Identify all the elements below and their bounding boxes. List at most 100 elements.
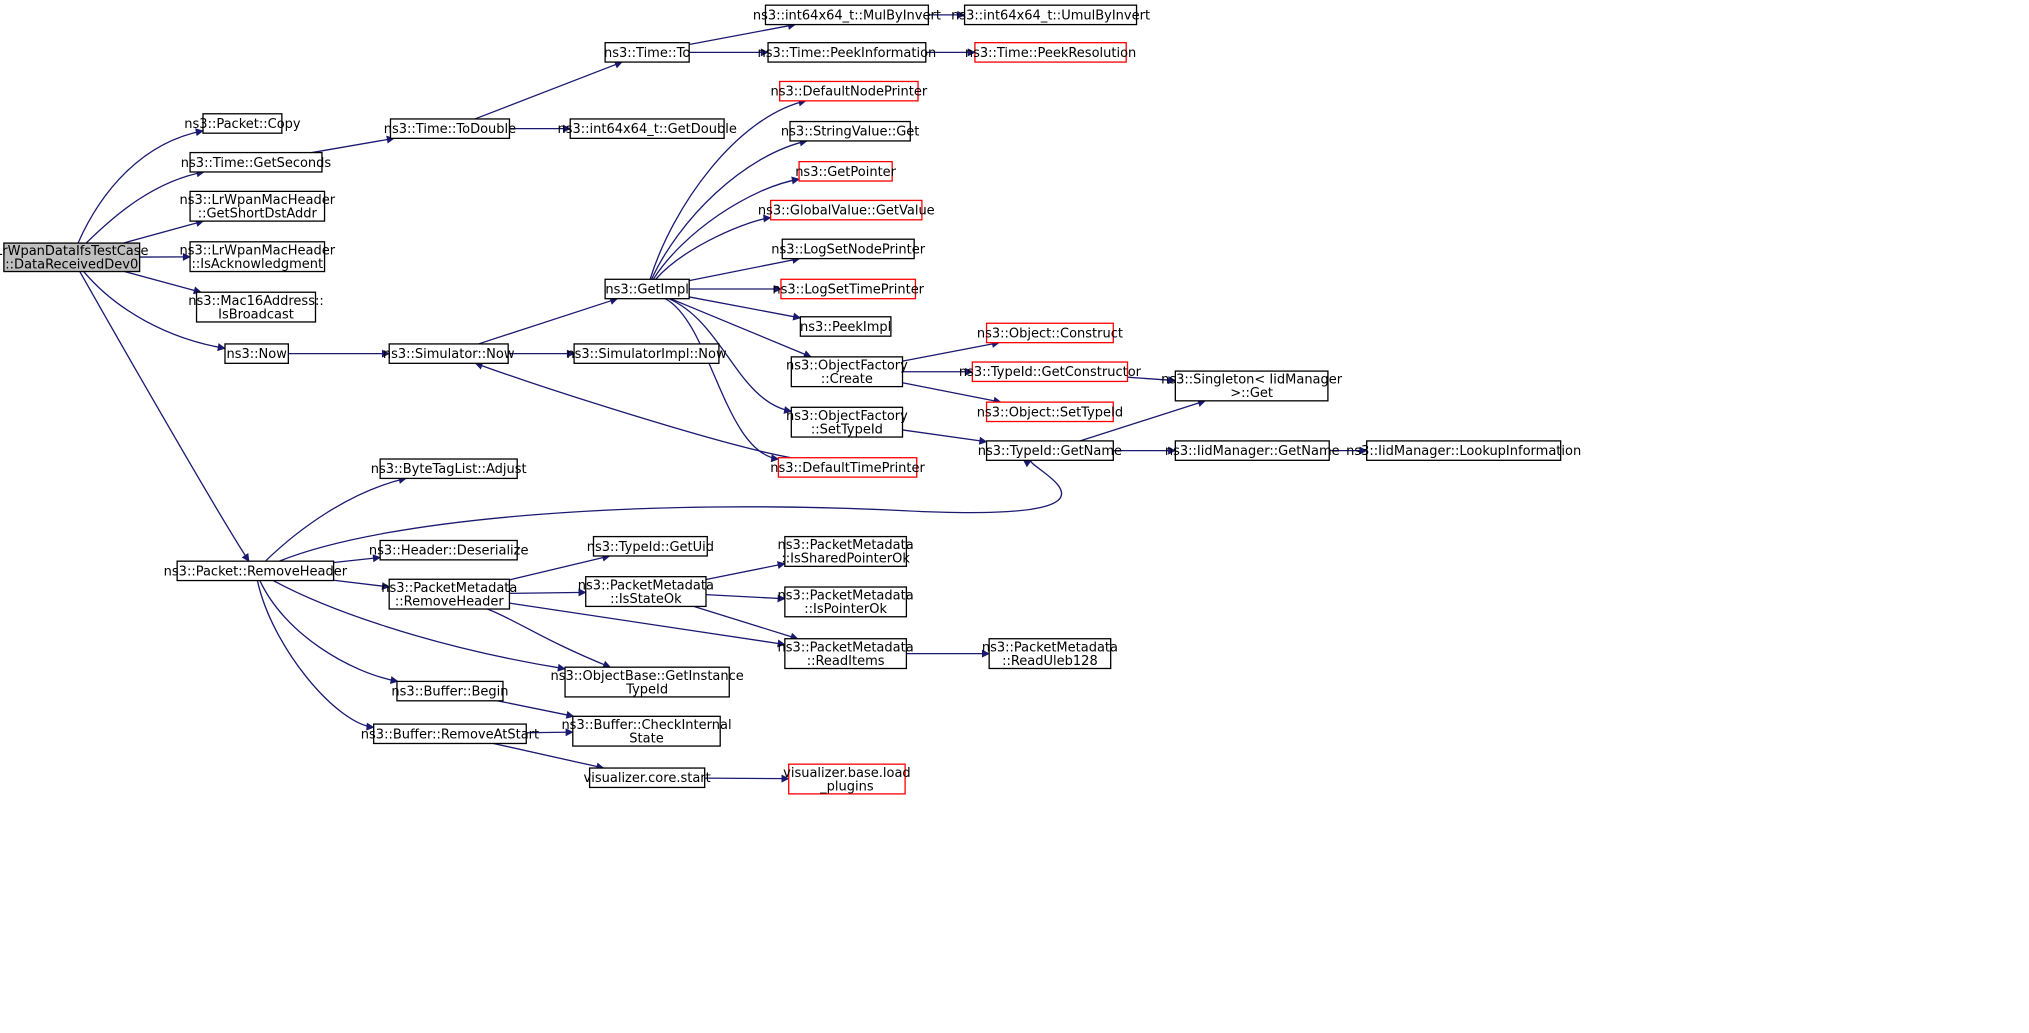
node-stringValueGet[interactable]: ns3::StringValue::Get xyxy=(781,120,919,142)
node-box[interactable] xyxy=(781,238,915,260)
node-peekInformation[interactable]: ns3::Time::PeekInformation xyxy=(758,42,937,63)
node-box[interactable] xyxy=(985,401,1114,423)
node-box[interactable] xyxy=(572,715,721,747)
node-box[interactable] xyxy=(764,4,930,26)
node-logSetTimePrinter[interactable]: ns3::LogSetTimePrinter xyxy=(772,278,925,300)
node-packetCopy[interactable]: ns3::Packet::Copy xyxy=(184,113,301,134)
node-box[interactable] xyxy=(389,118,511,140)
node-isBroadcast[interactable]: ns3::Mac16Address::IsBroadcast xyxy=(188,291,324,323)
node-box[interactable] xyxy=(769,199,923,221)
node-box[interactable] xyxy=(1174,440,1330,461)
node-pmReadItems[interactable]: ns3::PacketMetadata::ReadItems xyxy=(778,638,914,670)
node-iidManagerGetName[interactable]: ns3::IidManager::GetName xyxy=(1165,440,1340,461)
node-box[interactable] xyxy=(569,118,725,140)
node-singletonGet[interactable]: ns3::Singleton< IidManager >::Get xyxy=(1161,370,1343,402)
node-objectFactoryCreate[interactable]: ns3::ObjectFactory::Create xyxy=(786,356,908,388)
node-box[interactable] xyxy=(195,291,317,323)
node-pmIsPointerOk[interactable]: ns3::PacketMetadata::IsPointerOk xyxy=(778,586,914,618)
node-box[interactable] xyxy=(779,80,919,102)
node-box[interactable] xyxy=(784,586,908,618)
node-box[interactable] xyxy=(1366,440,1562,461)
node-box[interactable] xyxy=(985,322,1114,344)
node-umulByInvert[interactable]: ns3::int64x64_t::UmulByInvert xyxy=(951,4,1150,26)
node-box[interactable] xyxy=(789,120,911,142)
node-pmRemoveHeader[interactable]: ns3::PacketMetadata::RemoveHeader xyxy=(381,578,517,610)
node-box[interactable] xyxy=(988,638,1112,670)
node-now[interactable]: ns3::Now xyxy=(224,343,289,364)
node-box[interactable] xyxy=(963,4,1138,26)
node-visualizerBaseLoadPlugins[interactable]: visualizer.base.load_plugins xyxy=(783,763,911,795)
node-box[interactable] xyxy=(564,666,730,698)
node-box[interactable] xyxy=(388,343,509,364)
node-typeIdGetUid[interactable]: ns3::TypeId::GetUid xyxy=(587,535,714,557)
node-globalValueGetValue[interactable]: ns3::GlobalValue::GetValue xyxy=(758,199,935,221)
node-box[interactable] xyxy=(788,763,906,795)
node-isAcknowledgment[interactable]: ns3::LrWpanMacHeader::IsAcknowledgment xyxy=(180,241,336,273)
node-box[interactable] xyxy=(777,457,918,478)
node-box[interactable] xyxy=(767,42,927,63)
node-box[interactable] xyxy=(388,578,511,610)
node-box[interactable] xyxy=(176,560,335,582)
node-box[interactable] xyxy=(396,680,504,702)
node-box[interactable] xyxy=(202,113,283,134)
node-getShortDstAddr[interactable]: ns3::LrWpanMacHeader::GetShortDstAddr xyxy=(180,190,336,222)
node-box[interactable] xyxy=(189,151,323,173)
node-int64GetDouble[interactable]: ns3::int64x64_t::GetDouble xyxy=(557,118,737,140)
node-box[interactable] xyxy=(189,190,326,222)
node-root[interactable]: LrWpanDataIfsTestCase::DataReceivedDev0 xyxy=(0,242,149,273)
node-box[interactable] xyxy=(780,278,917,300)
node-logSetNodePrinter[interactable]: ns3::LogSetNodePrinter xyxy=(771,238,926,260)
node-box[interactable] xyxy=(189,241,326,273)
node-box[interactable] xyxy=(784,638,908,670)
node-visualizerCoreStart[interactable]: visualizer.core.start xyxy=(584,767,711,789)
node-timeTo[interactable]: ns3::Time::To xyxy=(604,42,690,63)
node-box[interactable] xyxy=(604,42,690,63)
node-defaultTimePrinter[interactable]: ns3::DefaultTimePrinter xyxy=(770,457,926,478)
node-box[interactable] xyxy=(790,356,904,388)
node-objectSetTypeId[interactable]: ns3::Object::SetTypeId xyxy=(977,401,1123,423)
node-bufferBegin[interactable]: ns3::Buffer::Begin xyxy=(391,680,508,702)
node-timeToDouble[interactable]: ns3::Time::ToDouble xyxy=(384,118,516,140)
node-typeIdGetName[interactable]: ns3::TypeId::GetName xyxy=(978,440,1122,461)
node-box[interactable] xyxy=(974,42,1127,63)
node-objectConstruct[interactable]: ns3::Object::Construct xyxy=(977,322,1123,344)
node-timeGetSeconds[interactable]: ns3::Time::GetSeconds xyxy=(181,151,332,173)
node-box[interactable] xyxy=(1174,370,1329,402)
node-box[interactable] xyxy=(573,343,720,364)
node-getImpl[interactable]: ns3::GetImpl xyxy=(604,278,690,300)
node-objectFactorySetTypeId[interactable]: ns3::ObjectFactory::SetTypeId xyxy=(786,406,908,438)
node-pmReadUleb128[interactable]: ns3::PacketMetadata::ReadUleb128 xyxy=(982,638,1118,670)
node-simulatorNow[interactable]: ns3::Simulator::Now xyxy=(383,343,515,364)
node-peekImpl[interactable]: ns3::PeekImpl xyxy=(799,316,892,337)
node-box[interactable] xyxy=(604,278,690,300)
node-box[interactable] xyxy=(588,767,706,789)
node-box[interactable] xyxy=(798,160,893,182)
node-box[interactable] xyxy=(224,343,289,364)
node-defaultNodePrinter[interactable]: ns3::DefaultNodePrinter xyxy=(770,80,928,102)
node-bufferRemoveAtStart[interactable]: ns3::Buffer::RemoveAtStart xyxy=(361,723,539,745)
node-box[interactable] xyxy=(379,539,518,561)
node-pmIsSharedPointerOk[interactable]: ns3::PacketMetadata::IsSharedPointerOk xyxy=(778,535,914,567)
node-box[interactable] xyxy=(379,458,518,480)
node-box[interactable] xyxy=(790,406,904,438)
node-getPointer[interactable]: ns3::GetPointer xyxy=(795,160,897,182)
node-peekResolution[interactable]: ns3::Time::PeekResolution xyxy=(965,42,1136,63)
node-byteTagListAdjust[interactable]: ns3::ByteTagList::Adjust xyxy=(371,458,527,480)
node-box[interactable] xyxy=(784,535,908,567)
node-headerDeserialize[interactable]: ns3::Header::Deserialize xyxy=(369,539,529,561)
node-pmIsStateOk[interactable]: ns3::PacketMetadata::IsStateOk xyxy=(578,576,714,608)
node-mulByInvert[interactable]: ns3::int64x64_t::MulByInvert xyxy=(753,4,941,26)
node-box[interactable] xyxy=(3,242,141,273)
node-box[interactable] xyxy=(585,576,707,608)
node-box[interactable] xyxy=(985,440,1114,461)
node-box[interactable] xyxy=(799,316,892,337)
node-typeIdGetConstructor[interactable]: ns3::TypeId::GetConstructor xyxy=(959,361,1142,383)
node-removeHeader[interactable]: ns3::Packet::RemoveHeader xyxy=(164,560,348,582)
node-box[interactable] xyxy=(971,361,1129,383)
node-simulatorImplNow[interactable]: ns3::SimulatorImpl::Now xyxy=(566,343,727,364)
node-box[interactable] xyxy=(592,535,708,557)
node-box[interactable] xyxy=(373,723,527,745)
node-lookupInformation[interactable]: ns3::IidManager::LookupInformation xyxy=(1346,440,1581,461)
